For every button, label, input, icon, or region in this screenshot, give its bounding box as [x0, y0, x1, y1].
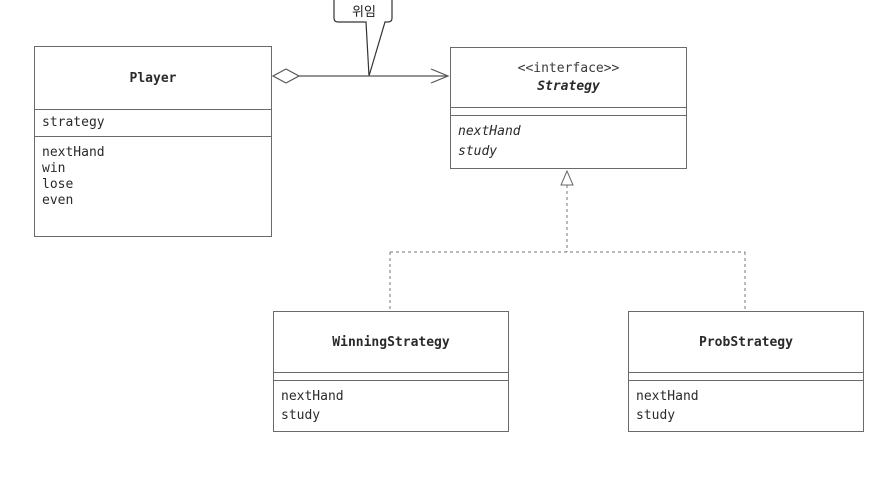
prob-strategy-method-study: study: [636, 408, 676, 423]
strategy-interface-name-compartment: <<interface>> Strategy: [451, 48, 686, 108]
winning-strategy-class: WinningStrategy nextHand study: [273, 311, 509, 432]
strategy-methods-compartment: nextHand study: [451, 116, 686, 166]
prob-strategy-methods-compartment: nextHand study: [629, 381, 863, 429]
player-method-lose: lose: [42, 177, 74, 192]
strategy-fields-compartment: [451, 108, 686, 116]
winning-strategy-method-study: study: [281, 408, 321, 423]
winning-strategy-fields-compartment: [274, 373, 508, 381]
prob-strategy-name-compartment: ProbStrategy: [629, 312, 863, 373]
realization-triangle-arrowhead: [560, 169, 574, 186]
winning-strategy-class-name: WinningStrategy: [332, 334, 450, 350]
strategy-method-study: study: [458, 144, 498, 159]
strategy-interface: <<interface>> Strategy nextHand study: [450, 47, 687, 169]
player-fields-compartment: strategy: [35, 110, 271, 137]
player-method-even: even: [42, 193, 74, 208]
player-class-name-compartment: Player: [35, 47, 271, 110]
winning-strategy-name-compartment: WinningStrategy: [274, 312, 508, 373]
strategy-interface-name: Strategy: [537, 78, 600, 94]
player-class-name: Player: [129, 70, 177, 86]
player-methods-compartment: nextHand win lose even: [35, 137, 271, 213]
aggregation-diamond: [271, 68, 301, 84]
player-method-win: win: [42, 161, 66, 176]
delegation-note-label: 위임: [352, 4, 376, 20]
player-class: Player strategy nextHand win lose even: [34, 46, 272, 237]
prob-strategy-class: ProbStrategy nextHand study: [628, 311, 864, 432]
player-field-strategy: strategy: [42, 115, 105, 130]
prob-strategy-fields-compartment: [629, 373, 863, 381]
winning-strategy-methods-compartment: nextHand study: [274, 381, 508, 429]
strategy-method-nexthand: nextHand: [458, 124, 521, 139]
navigability-arrowhead: [430, 68, 450, 84]
player-method-nexthand: nextHand: [42, 145, 105, 160]
prob-strategy-class-name: ProbStrategy: [699, 334, 793, 350]
strategy-stereotype: <<interface>>: [517, 60, 620, 76]
winning-strategy-method-nexthand: nextHand: [281, 389, 344, 404]
prob-strategy-method-nexthand: nextHand: [636, 389, 699, 404]
